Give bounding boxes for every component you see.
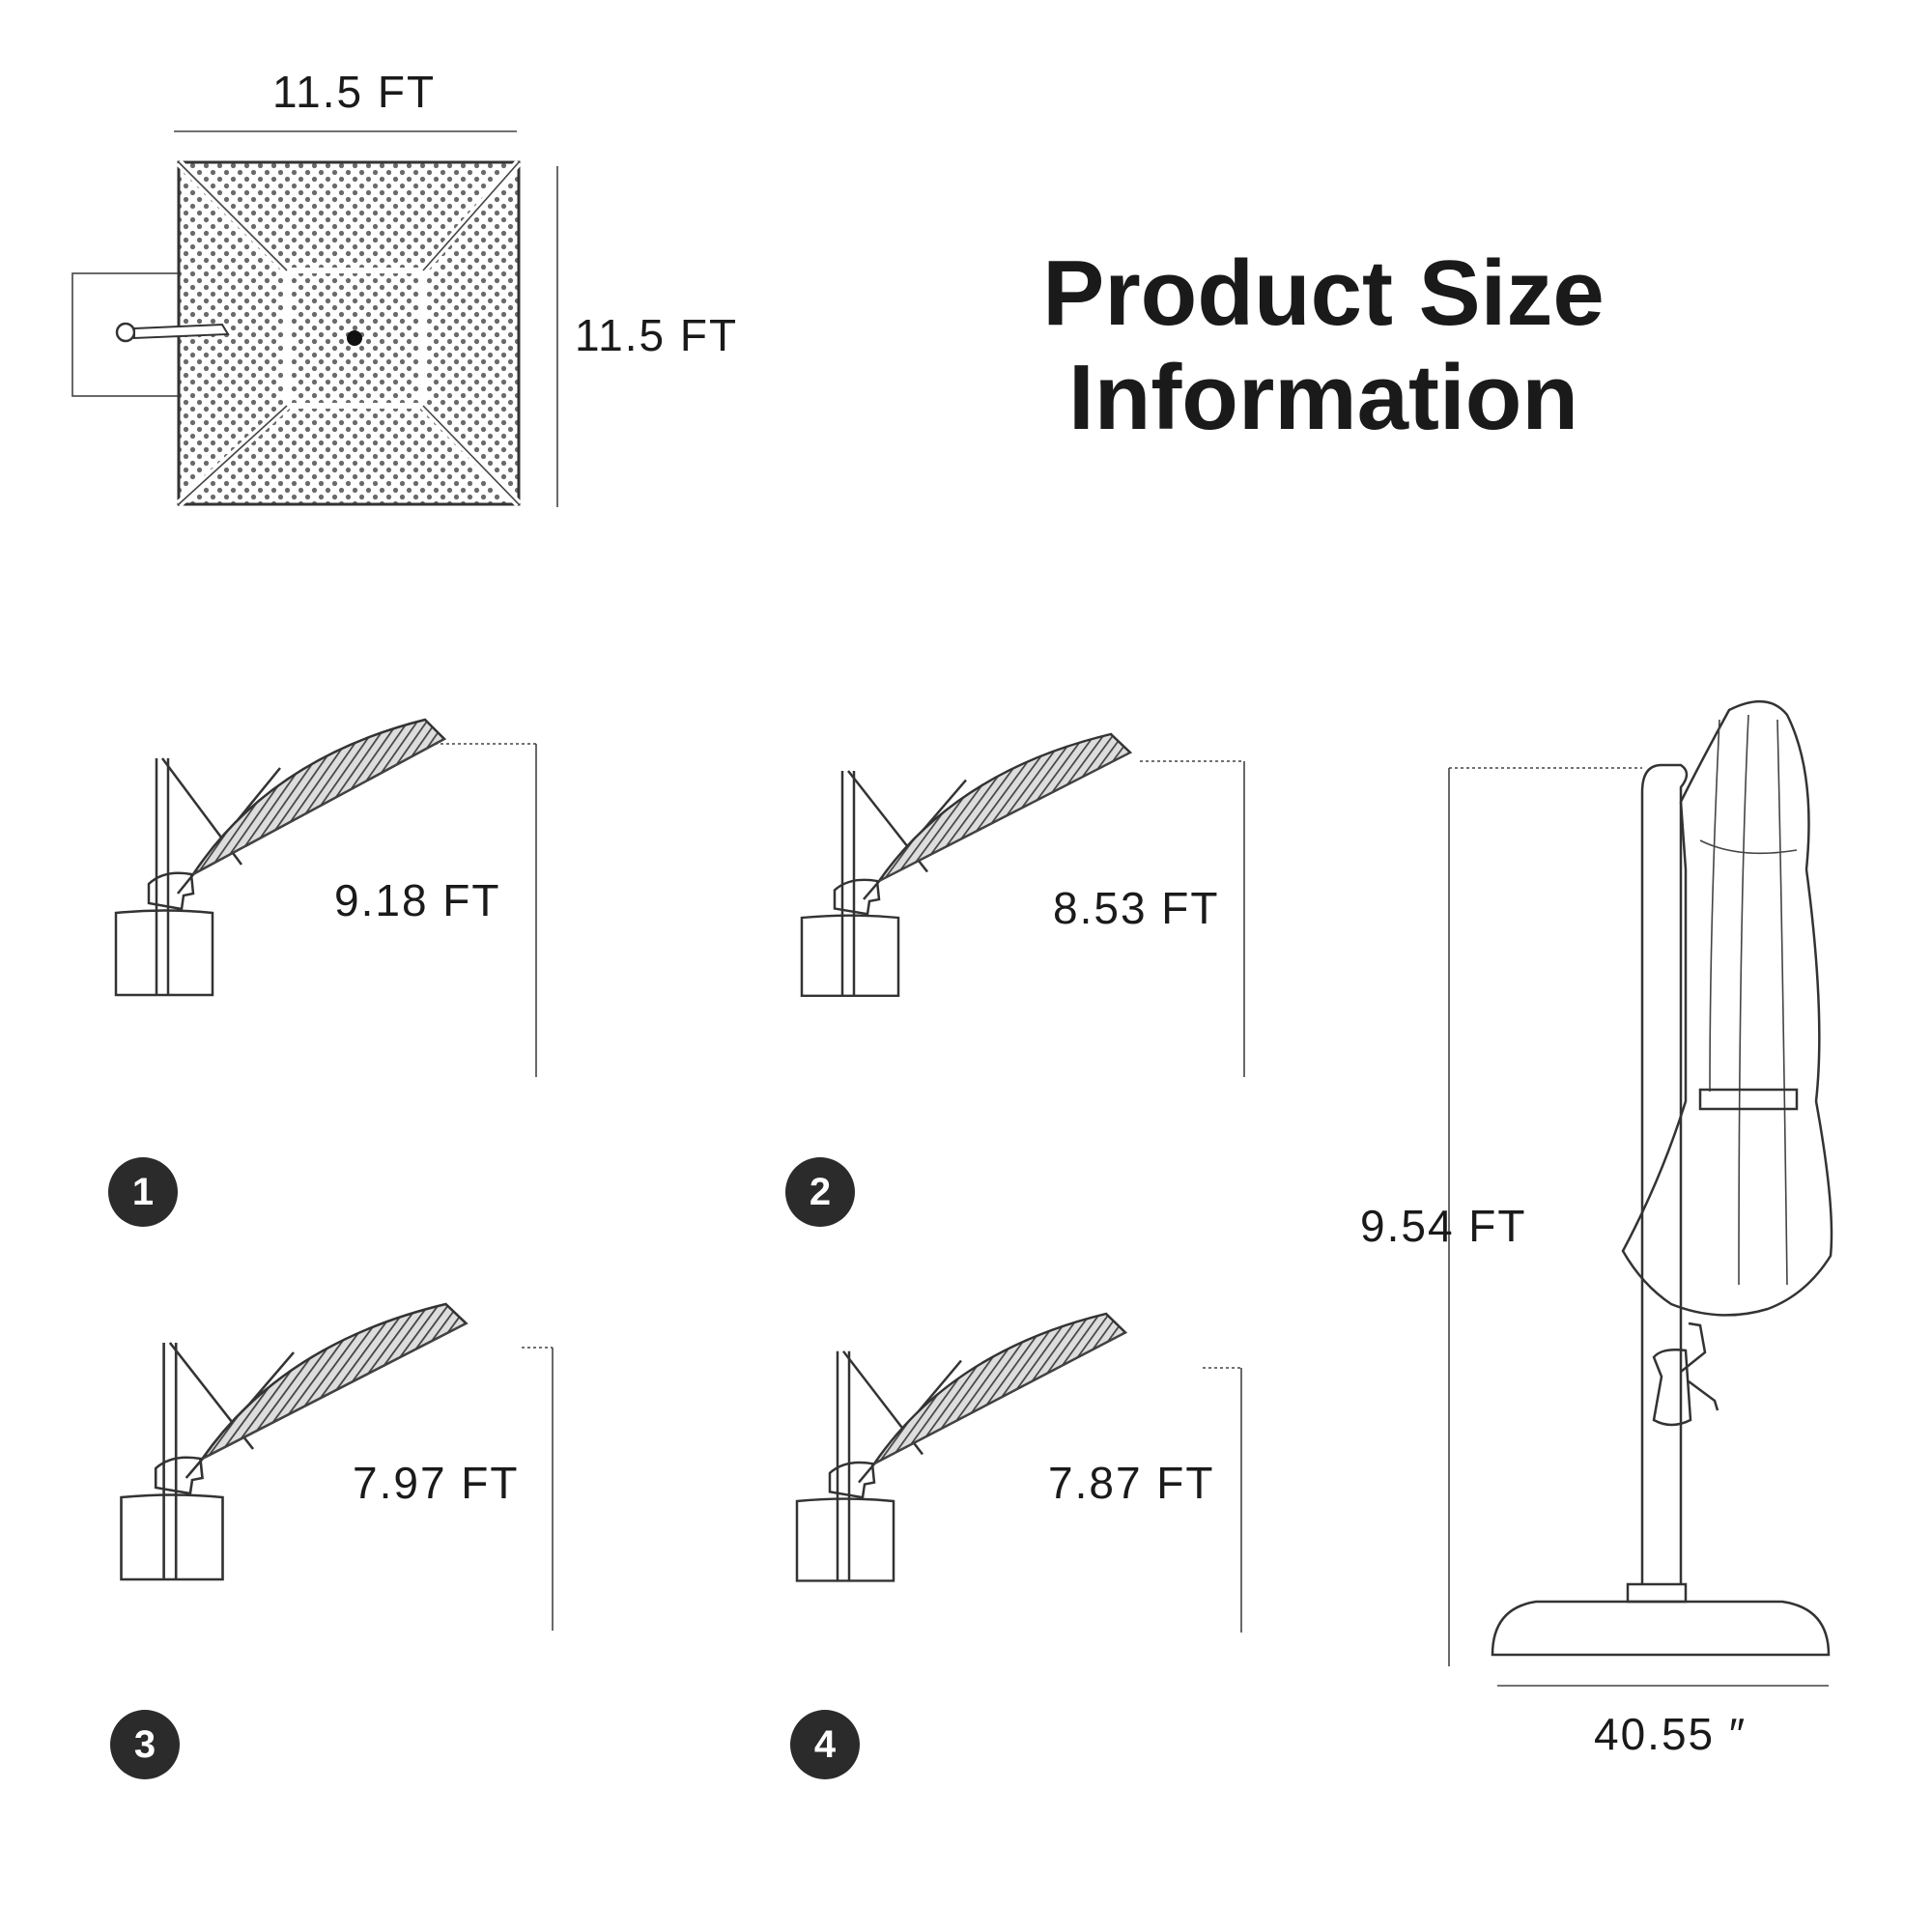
tilted-umbrella-icon [120,1302,468,1581]
position-3-height: 7.97 FT [353,1458,520,1508]
page-title: Product Size Information [956,242,1690,450]
tilted-umbrella-icon [800,732,1132,997]
top-height-label: 11.5 FT [575,310,739,360]
position-badge-3: 3 [110,1710,180,1779]
title-line-1: Product Size [1042,242,1605,345]
position-4-height: 7.87 FT [1048,1458,1215,1508]
position-badge-1: 1 [108,1157,178,1227]
closed-height-label: 9.54 FT [1360,1201,1527,1251]
tilted-umbrella-icon [795,1312,1127,1582]
tilted-umbrella-icon [114,718,446,997]
position-badge-2: 2 [785,1157,855,1227]
umbrella-top-view-icon [71,130,558,507]
closed-umbrella-icon [1448,699,1833,1687]
position-1-height: 9.18 FT [334,875,501,925]
base-width-label: 40.55 ″ [1594,1709,1747,1759]
title-line-2: Information [1068,346,1578,449]
top-width-label: 11.5 FT [272,67,437,117]
position-badge-4: 4 [790,1710,860,1779]
position-2-height: 8.53 FT [1053,883,1220,933]
